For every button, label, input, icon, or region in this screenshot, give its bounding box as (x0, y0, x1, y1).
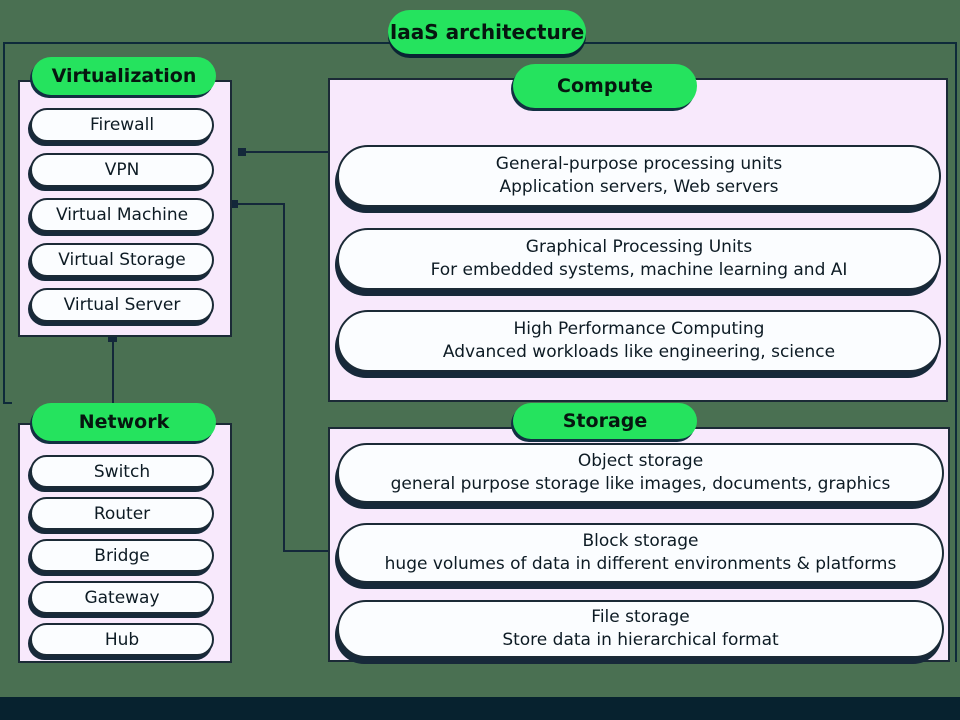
list-item: VPN (30, 153, 214, 187)
item-label: Virtual Storage (58, 250, 186, 270)
list-item: Router (30, 497, 214, 530)
connector-network-line-v (112, 340, 114, 403)
virtualization-items: Firewall VPN Virtual Machine Virtual Sto… (30, 108, 214, 322)
item-label: Bridge (94, 545, 150, 566)
storage-item-subtitle: Store data in hierarchical format (502, 630, 779, 650)
compute-item-title: High Performance Computing (513, 318, 765, 339)
storage-item-title: File storage (591, 606, 690, 627)
compute-item-title: General-purpose processing units (495, 153, 783, 174)
compute-item: Graphical Processing Units For embedded … (337, 228, 941, 290)
diagram-title-pill: IaaS architecture (388, 10, 586, 54)
compute-header-pill: Compute (513, 64, 697, 108)
connector-storage-endpoint-dot (230, 200, 238, 208)
list-item: Gateway (30, 581, 214, 614)
item-label: Switch (93, 461, 151, 482)
item-label: VPN (104, 160, 140, 180)
list-item: Firewall (30, 108, 214, 142)
item-label: Gateway (84, 587, 160, 608)
compute-item: High Performance Computing Advanced work… (337, 310, 941, 372)
compute-header-label: Compute (557, 75, 653, 97)
frame-left-line (3, 42, 5, 404)
item-label: Virtual Machine (55, 205, 189, 225)
item-label: Hub (104, 629, 140, 650)
storage-item-title: Object storage (577, 450, 704, 471)
connector-storage-line-v (283, 203, 285, 552)
storage-item-title: Block storage (582, 530, 699, 551)
storage-item: Object storage general purpose storage l… (337, 443, 944, 503)
storage-item: Block storage huge volumes of data in di… (337, 523, 944, 583)
list-item: Virtual Machine (30, 198, 214, 232)
item-label: Firewall (89, 115, 155, 135)
storage-header-label: Storage (562, 410, 648, 432)
network-items: Switch Router Bridge Gateway Hub (30, 455, 214, 656)
diagram-title: IaaS architecture (389, 20, 585, 44)
frame-right-line (955, 42, 957, 662)
network-header-pill: Network (32, 403, 216, 441)
compute-item-subtitle: For embedded systems, machine learning a… (430, 260, 848, 280)
list-item: Switch (30, 455, 214, 488)
storage-item: File storage Store data in hierarchical … (337, 600, 944, 658)
compute-item: General-purpose processing units Applica… (337, 145, 941, 207)
connector-compute-endpoint-dot (238, 148, 246, 156)
frame-left-elbow (3, 402, 12, 404)
compute-item-title: Graphical Processing Units (525, 236, 753, 257)
list-item: Virtual Storage (30, 243, 214, 277)
connector-storage-line-h1 (236, 203, 285, 205)
virtualization-header-pill: Virtualization (32, 57, 216, 95)
footer-band (0, 697, 960, 720)
compute-item-subtitle: Application servers, Web servers (499, 177, 779, 197)
item-label: Virtual Server (63, 295, 181, 315)
network-header-label: Network (78, 411, 170, 433)
storage-header-pill: Storage (513, 403, 697, 439)
storage-item-subtitle: general purpose storage like images, doc… (390, 474, 891, 494)
connector-compute-line (244, 151, 328, 153)
list-item: Hub (30, 623, 214, 656)
list-item: Virtual Server (30, 288, 214, 322)
compute-item-subtitle: Advanced workloads like engineering, sci… (442, 342, 836, 362)
item-label: Router (93, 503, 151, 524)
connector-storage-line-h2 (283, 550, 328, 552)
storage-item-subtitle: huge volumes of data in different enviro… (384, 554, 897, 574)
virtualization-header-label: Virtualization (51, 65, 197, 87)
list-item: Bridge (30, 539, 214, 572)
connector-network-arrow-dot (108, 333, 117, 342)
